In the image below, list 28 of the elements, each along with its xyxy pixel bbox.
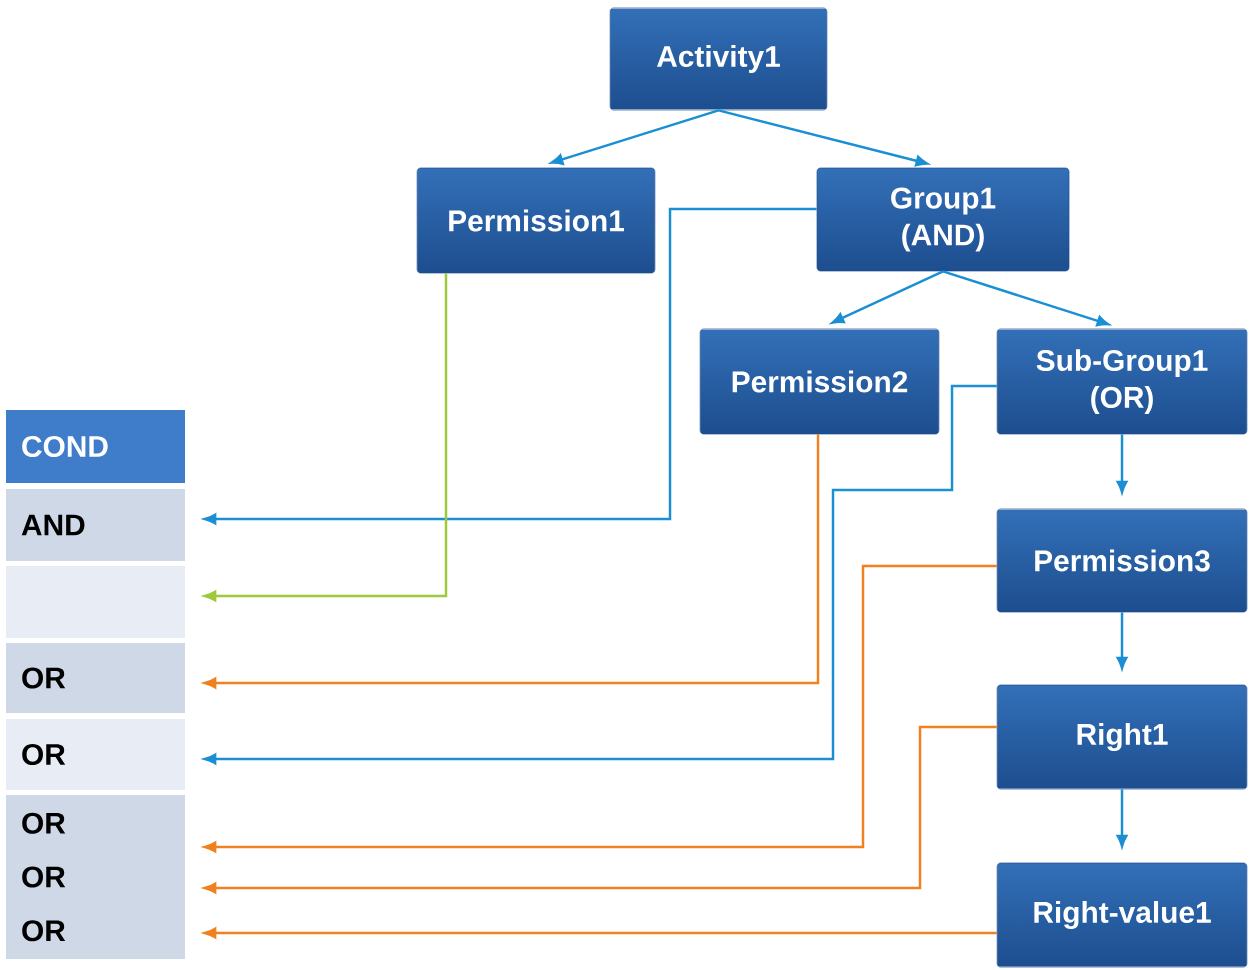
process-box: Permission1 <box>416 167 656 274</box>
table-cell: AND <box>6 489 185 561</box>
process-box: Group1 (AND) <box>816 167 1070 272</box>
arrow <box>203 273 448 602</box>
arrow <box>203 384 997 765</box>
table-cell: OR OR OR <box>6 795 185 959</box>
process-box: Permission3 <box>996 508 1248 613</box>
arrow <box>1116 789 1128 848</box>
process-box: Right-value1 <box>996 862 1248 968</box>
arrow <box>203 434 820 689</box>
arrow <box>203 207 817 525</box>
process-box: Permission2 <box>699 328 940 435</box>
arrow <box>1116 434 1128 494</box>
arrow <box>550 109 719 165</box>
arrow <box>1116 612 1128 670</box>
table-header: COND <box>6 410 185 483</box>
arrow <box>203 564 997 853</box>
table-cell <box>6 566 185 638</box>
table-cell: OR <box>6 643 185 713</box>
arrow <box>203 725 997 894</box>
process-box: Right1 <box>996 684 1248 790</box>
arrow <box>718 109 929 167</box>
arrow <box>942 270 1110 327</box>
process-box: Activity1 <box>609 7 828 111</box>
process-box: Sub-Group1 (OR) <box>996 328 1248 435</box>
table-cell: OR <box>6 719 185 790</box>
arrow <box>831 270 944 324</box>
arrow <box>203 927 997 939</box>
